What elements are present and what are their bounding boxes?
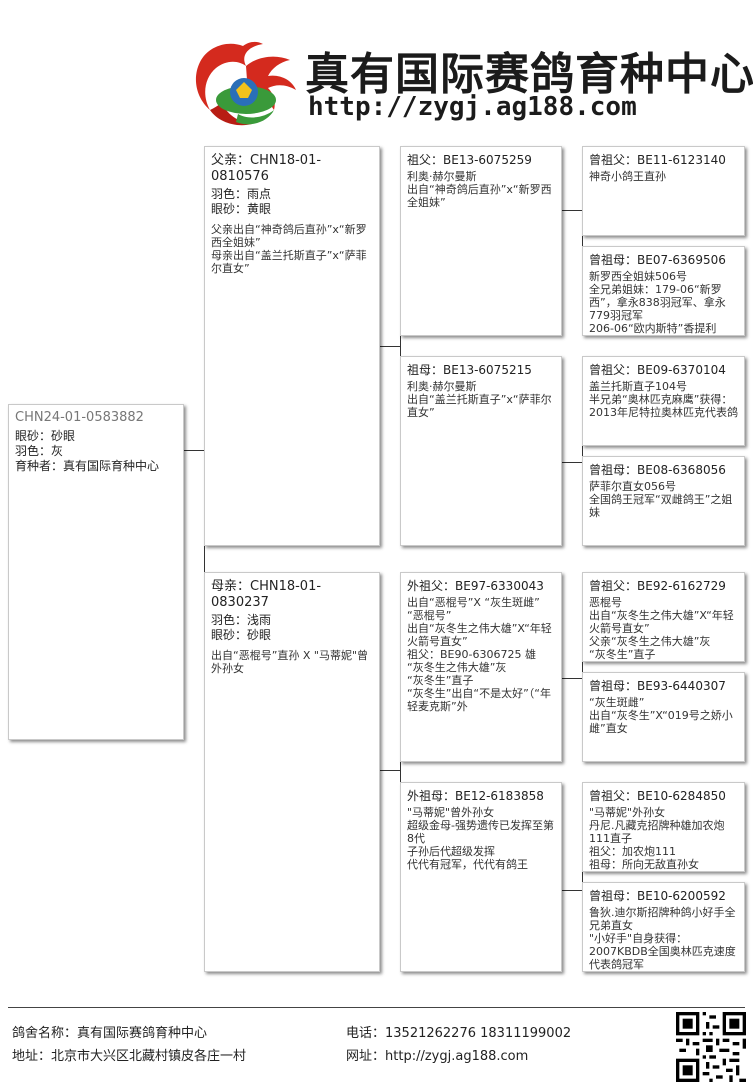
ggp-note: 恶棍号 出自“灰冬生之伟大雄”X“年轻火箭号直女” 父亲“灰冬生之伟大雄”灰 “… — [589, 596, 734, 661]
connector — [380, 346, 400, 347]
footer-phone: 电话：13521262276 18311199002 — [346, 1026, 572, 1041]
great-grandparent-card: 曾祖母：BE10-6200592 鲁狄.迪尔斯招牌种鸽小好手全兄弟直女 "小好手… — [582, 882, 745, 972]
qr-code-icon — [676, 1012, 746, 1082]
ggp-title: 曾祖母：BE07-6369506 — [589, 253, 726, 267]
ggp-note: "马蒂妮"外孙女 丹尼.凡藏克招牌种雄加农炮111直子 祖父：加农炮111 祖母… — [589, 806, 725, 871]
maternal-granddam-card: 外祖母：BE12-6183858 "马蒂妮"曾外孙女 超级金母-强势遗传已发挥至… — [400, 782, 562, 972]
ggp-title: 曾祖父：BE92-6162729 — [589, 579, 726, 593]
dam-eye: 眼砂：砂眼 — [211, 628, 272, 642]
great-grandparent-card: 曾祖父：BE92-6162729 恶棍号 出自“灰冬生之伟大雄”X“年轻火箭号直… — [582, 572, 745, 662]
great-grandparent-card: 曾祖父：BE10-6284850 "马蒂妮"外孙女 丹尼.凡藏克招牌种雄加农炮1… — [582, 782, 745, 872]
sire-color: 羽色：雨点 — [211, 187, 272, 201]
gp-title: 外祖母：BE12-6183858 — [407, 789, 544, 803]
paternal-granddam-card: 祖母：BE13-6075215 利奥·赫尔曼斯 出自“盖兰托斯直子”x“萨菲尔直… — [400, 356, 562, 546]
connector — [562, 678, 582, 679]
gp-note: 利奥·赫尔曼斯 出自“神奇鸽后直孙”x“新罗西全姐妹” — [407, 170, 552, 209]
gp-title: 祖母：BE13-6075215 — [407, 363, 532, 377]
connector — [582, 180, 583, 294]
header: 真有国际赛鸽育种中心 http://zygj.ag188.com — [0, 0, 753, 140]
brand-url: http://zygj.ag188.com — [308, 92, 637, 122]
subject-breeder: 育种者：真有国际育种中心 — [15, 459, 160, 473]
ggp-note: 新罗西全姐妹506号 全兄弟姐妹：179-06“新罗西”，拿永838羽冠军、拿永… — [589, 270, 726, 335]
connector — [562, 890, 582, 891]
ggp-title: 曾祖父：BE11-6123140 — [589, 153, 726, 167]
gp-note: 利奥·赫尔曼斯 出自“盖兰托斯直子”x“萨菲尔直女” — [407, 380, 552, 419]
great-grandparent-card: 曾祖父：BE11-6123140 神奇小鸽王直孙 — [582, 146, 745, 236]
ggp-note: 萨菲尔直女056号 全国鸽王冠军“双雌鸽王”之姐妹 — [589, 480, 733, 519]
ggp-title: 曾祖母：BE10-6200592 — [589, 889, 726, 903]
ggp-title: 曾祖母：BE93-6440307 — [589, 679, 726, 693]
subject-eye: 眼砂：砂眼 — [15, 429, 76, 443]
great-grandparent-card: 曾祖母：BE07-6369506 新罗西全姐妹506号 全兄弟姐妹：179-06… — [582, 246, 745, 336]
ggp-title: 曾祖父：BE09-6370104 — [589, 363, 726, 377]
connector — [380, 770, 400, 771]
footer-divider — [8, 1007, 745, 1008]
connector — [562, 210, 582, 211]
maternal-grandsire-card: 外祖父：BE97-6330043 出自“恶棍号”X “灰生斑雌” “恶棍号” 出… — [400, 572, 562, 762]
sire-card: 父亲：CHN18-01-0810576 羽色：雨点 眼砂：黄眼 父亲出自“神奇鸽… — [204, 146, 380, 546]
ggp-note: 盖兰托斯直子104号 半兄弟“奥林匹克麻鹰”获得：2013年尼特拉奥林匹克代表鸽 — [589, 380, 738, 419]
dam-title: 母亲：CHN18-01-0830237 — [211, 579, 322, 610]
footer-address: 地址：北京市大兴区北藏村镇皮各庄一村 — [12, 1049, 247, 1064]
ggp-note: 神奇小鸽王直孙 — [589, 170, 666, 183]
ggp-title: 曾祖母：BE08-6368056 — [589, 463, 726, 477]
phoenix-logo-icon — [195, 41, 296, 126]
gp-note: 出自“恶棍号”X “灰生斑雌” “恶棍号” 出自“灰冬生之伟大雄”X“年轻火箭号… — [407, 596, 552, 713]
great-grandparent-card: 曾祖母：BE08-6368056 萨菲尔直女056号 全国鸽王冠军“双雌鸽王”之… — [582, 456, 745, 546]
ggp-title: 曾祖父：BE10-6284850 — [589, 789, 726, 803]
ggp-note: “灰生斑雌” 出自“灰冬生”X“019号之娇小雌”直女 — [589, 696, 733, 735]
footer-loft: 鸽舍名称：真有国际赛鸽育种中心 — [12, 1026, 208, 1041]
great-grandparent-card: 曾祖父：BE09-6370104 盖兰托斯直子104号 半兄弟“奥林匹克麻鹰”获… — [582, 356, 745, 446]
subject-color: 羽色：灰 — [15, 444, 64, 458]
gp-note: "马蒂妮"曾外孙女 超级金母-强势遗传已发挥至第8代 子孙后代超级发挥 代代有冠… — [407, 806, 554, 871]
ggp-note: 鲁狄.迪尔斯招牌种鸽小好手全兄弟直女 "小好手"自身获得： 2007KBDB全国… — [589, 906, 736, 971]
connector — [400, 210, 401, 462]
gp-title: 外祖父：BE97-6330043 — [407, 579, 544, 593]
dam-note: 出自“恶棍号”直孙 X "马蒂妮"曾外孙女 — [211, 649, 369, 675]
dam-card: 母亲：CHN18-01-0830237 羽色：浅雨 眼砂：砂眼 出自“恶棍号”直… — [204, 572, 380, 972]
sire-note: 父亲出自“神奇鸽后直孙”x“新罗西全姐妹” 母亲出自“盖兰托斯直子”x“萨菲尔直… — [211, 223, 367, 275]
sire-title: 父亲：CHN18-01-0810576 — [211, 153, 322, 184]
sire-eye: 眼砂：黄眼 — [211, 202, 272, 216]
footer-web[interactable]: 网址：http://zygj.ag188.com — [346, 1049, 529, 1064]
gp-title: 祖父：BE13-6075259 — [407, 153, 532, 167]
connector — [582, 392, 583, 508]
subject-card: CHN24-01-0583882 眼砂：砂眼 羽色：灰 育种者：真有国际育种中心 — [8, 404, 184, 740]
connector — [184, 450, 204, 451]
subject-ring: CHN24-01-0583882 — [15, 410, 144, 425]
connector — [562, 462, 582, 463]
great-grandparent-card: 曾祖母：BE93-6440307 “灰生斑雌” 出自“灰冬生”X“019号之娇小… — [582, 672, 745, 762]
brand-title: 真有国际赛鸽育种中心 — [305, 49, 753, 100]
connector — [204, 348, 205, 772]
dam-color: 羽色：浅雨 — [211, 613, 272, 627]
paternal-grandsire-card: 祖父：BE13-6075259 利奥·赫尔曼斯 出自“神奇鸽后直孙”x“新罗西全… — [400, 146, 562, 336]
